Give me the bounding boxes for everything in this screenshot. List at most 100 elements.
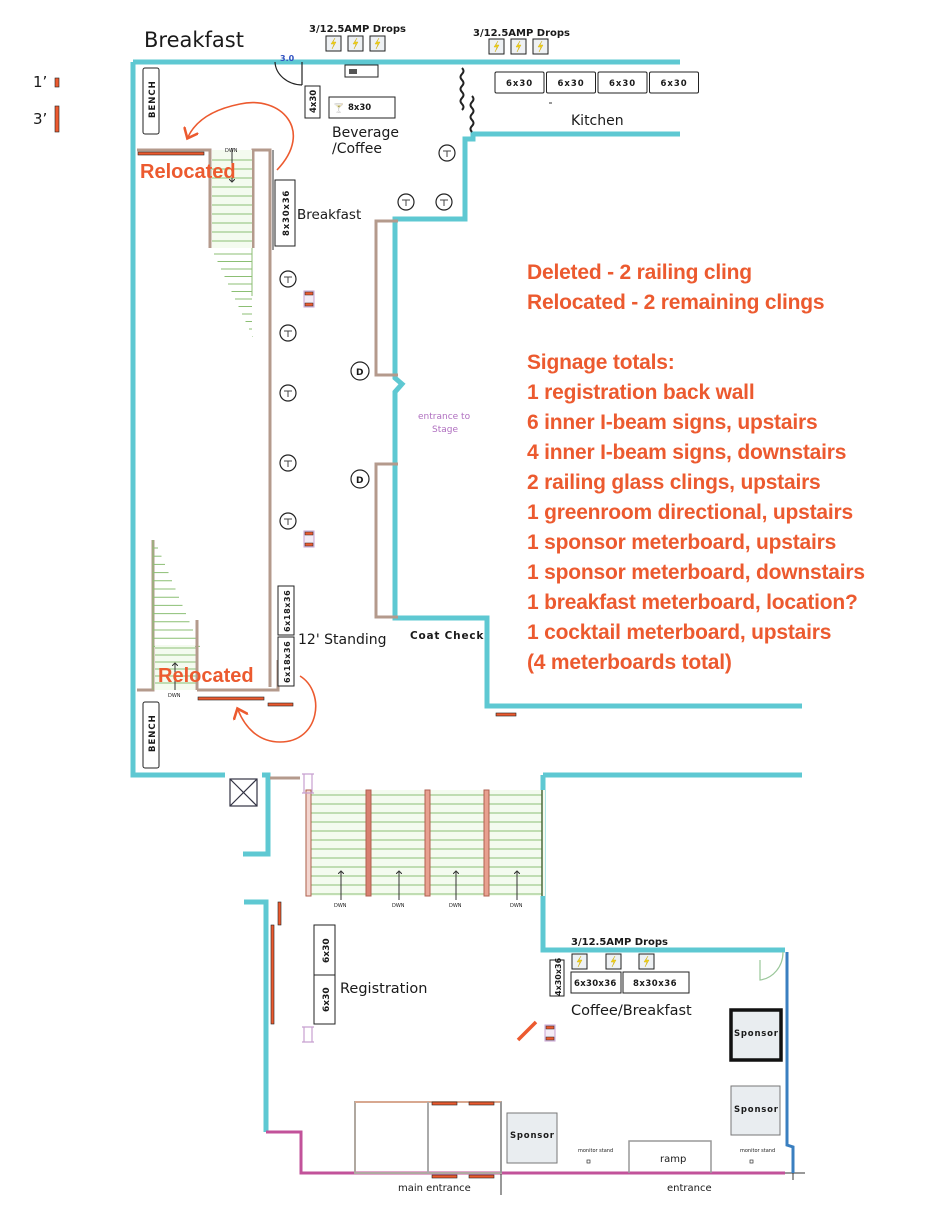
sponsor-booth-entrance: Sponsor <box>506 1112 558 1164</box>
ramp: ramp <box>628 1140 712 1173</box>
kitchen-tables: 6x30 6x30 6x30 6x30 <box>494 71 699 94</box>
sign-vestibule-4 <box>468 1174 495 1179</box>
entrance-vestibule <box>354 1101 502 1174</box>
wall-left <box>130 62 225 778</box>
svg-text:4x30: 4x30 <box>309 90 319 113</box>
area-beverage-coffee: /Coffee <box>332 141 382 157</box>
stanchion-bridge <box>302 773 314 794</box>
area-stage-entrance-1: entrance to <box>418 412 471 422</box>
svg-text:6x30x36: 6x30x36 <box>574 979 617 989</box>
signage-item: 1 greenroom directional, upstairs <box>527 501 853 524</box>
signage-item: 2 railing glass clings, upstairs <box>527 471 821 494</box>
cocktail-table-icon <box>438 144 456 162</box>
power-drop-icon <box>532 38 549 55</box>
svg-text:BENCH: BENCH <box>148 714 158 752</box>
legend: 1’ 3’ <box>33 73 60 133</box>
wall-mid2 <box>540 775 785 953</box>
sign-registration-wall <box>270 924 275 1025</box>
wall-east <box>785 952 795 1173</box>
cocktail-table-icon <box>279 512 297 530</box>
signage-item: (4 meterboards total) <box>527 651 732 674</box>
table-beverage-small: 4x30 <box>304 85 321 119</box>
stair-rail-3 <box>424 789 431 897</box>
sign-registration-wall-2 <box>277 901 282 926</box>
cocktail-table-icon <box>279 384 297 402</box>
door-swing-top <box>274 61 303 86</box>
door-label: 3.0 <box>280 54 295 63</box>
railing-breakfast <box>374 219 398 377</box>
svg-text:Sponsor: Sponsor <box>734 1029 779 1039</box>
note-relocated: Relocated - 2 remaining clings <box>527 291 825 314</box>
svg-text:6x18x36: 6x18x36 <box>283 641 292 683</box>
relocated-label-bottom: Relocated <box>158 665 254 687</box>
power-drops-label: 3/12.5AMP Drops <box>309 24 406 35</box>
table-registration-1: 6x30 <box>313 924 336 976</box>
table-kitchen: 6x30 <box>494 71 545 94</box>
sign-vestibule-2 <box>468 1101 495 1106</box>
dwn-label-3: DWN <box>449 903 462 909</box>
area-standing: 12' Standing <box>298 632 386 648</box>
curtain-1 <box>459 67 465 111</box>
svg-text:BENCH: BENCH <box>148 80 158 118</box>
meterboard-icon <box>303 290 315 308</box>
svg-text:6x30: 6x30 <box>609 79 636 89</box>
power-drop-icon <box>605 953 622 970</box>
signage-item: 1 registration back wall <box>527 381 755 404</box>
table-standing-1: 6x18x36 <box>277 585 295 636</box>
svg-text:Sponsor: Sponsor <box>510 1131 555 1141</box>
power-drops-label: 3/12.5AMP Drops <box>571 937 668 948</box>
curtain-2 <box>469 95 475 133</box>
area-registration: Registration <box>340 981 427 997</box>
cocktail-glass-icon: 🍸 <box>333 102 344 114</box>
area-main-entrance: main entrance <box>398 1183 471 1194</box>
bench-top: BENCH <box>142 67 160 135</box>
table-coffee-small: 4x30x36 <box>549 957 565 997</box>
power-drop-icon <box>488 38 505 55</box>
legend-1ft-label: 1’ <box>33 73 47 91</box>
stair-rail-4 <box>483 789 490 897</box>
signage-item: 4 inner I-beam signs, downstairs <box>527 441 847 464</box>
table-kitchen: 6x30 <box>649 71 699 94</box>
meterboard-icon <box>303 530 315 548</box>
signage-item: 1 sponsor meterboard, upstairs <box>527 531 837 554</box>
equipment-box-inner <box>349 69 357 74</box>
power-drops-kitchen: 3/12.5AMP Drops <box>473 28 570 55</box>
sign-vestibule-1 <box>431 1101 458 1106</box>
sign-vestibule-3 <box>431 1174 458 1179</box>
power-drops-label: 3/12.5AMP Drops <box>473 28 570 39</box>
monitor-stand-2: monitor stand <box>740 1148 775 1164</box>
railing-top-left <box>137 148 212 248</box>
drink-station-1: D <box>350 361 370 381</box>
relocated-label-top: Relocated <box>140 161 236 183</box>
table-kitchen: 6x30 <box>546 71 596 94</box>
svg-text:8x30x36: 8x30x36 <box>282 190 292 236</box>
power-drop-icon <box>347 35 364 52</box>
power-drops-downstairs: 3/12.5AMP Drops <box>571 937 668 970</box>
sign-railing-cling-bottom <box>197 696 265 701</box>
cocktail-tables <box>279 144 456 530</box>
cocktail-table-icon <box>279 324 297 342</box>
sign-railing-cling-top <box>137 151 205 156</box>
cocktail-table-icon <box>279 270 297 288</box>
railing-upper-stair <box>251 148 272 687</box>
legend-3ft-swatch <box>54 105 60 133</box>
svg-text:8x30x36: 8x30x36 <box>633 979 677 989</box>
svg-text:6x30: 6x30 <box>506 79 533 89</box>
signage-item: 1 cocktail meterboard, upstairs <box>527 621 832 644</box>
signage-heading: Signage totals: <box>527 351 675 374</box>
signage-item: 1 sponsor meterboard, downstairs <box>527 561 865 584</box>
table-kitchen: 6x30 <box>597 71 648 94</box>
svg-text:monitor stand: monitor stand <box>740 1148 775 1154</box>
dwn-label-upper: DWN <box>225 148 238 154</box>
svg-text:D: D <box>356 476 363 486</box>
monitor-stand-1: monitor stand <box>578 1148 613 1164</box>
wall-left-lower <box>243 772 271 857</box>
drink-station-2: D <box>350 469 370 489</box>
sign-coat-check <box>495 712 517 717</box>
meterboards <box>303 290 556 1042</box>
legend-3ft-label: 3’ <box>33 110 47 128</box>
svg-text:Sponsor: Sponsor <box>734 1105 779 1115</box>
stairs-main <box>305 789 545 897</box>
